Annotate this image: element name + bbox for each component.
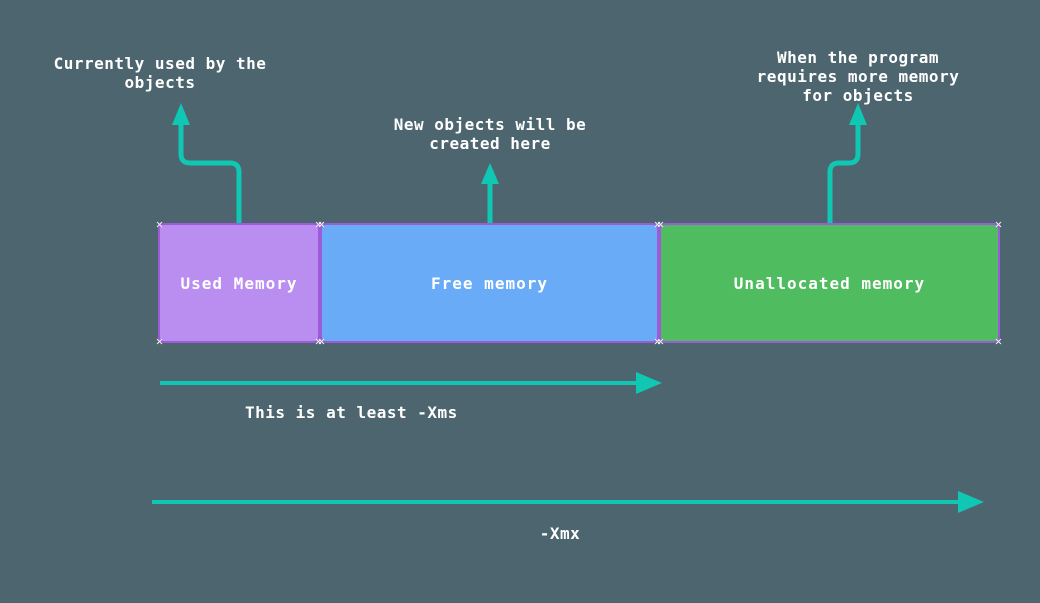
connection-point-icon [995,221,1002,228]
unallocated-memory-box: Unallocated memory [659,223,1000,343]
xms-label: This is at least -Xms [245,403,458,422]
xmx-arrow [152,491,984,513]
new-objects-line2: created here [429,134,551,153]
unallocated-memory-box-label: Unallocated memory [733,273,926,293]
currently-used-label: Currently used by the objects [20,54,300,92]
new-objects-label: New objects will be created here [350,115,630,153]
connection-point-icon [995,338,1002,345]
connection-point-icon [156,338,163,345]
used-memory-box-label: Used Memory [180,273,298,293]
used-memory-box: Used Memory [158,223,320,343]
new-objects-line1: New objects will be [393,115,587,134]
xmx-label: -Xmx [539,524,581,543]
more-memory-line2: requires more memory [756,67,960,86]
more-memory-line3: for objects [802,86,914,105]
free-memory-box: Free memory [320,223,659,343]
new-objects-arrow [481,163,499,223]
xms-arrow [160,372,662,394]
more-memory-arrow [827,103,867,223]
used-memory-arrow [172,103,242,223]
connection-point-icon [156,221,163,228]
more-memory-line1: When the program [776,48,940,67]
more-memory-label: When the program requires more memory fo… [718,48,998,105]
free-memory-box-label: Free memory [431,273,548,293]
currently-used-line1: Currently used by the [53,54,267,73]
currently-used-line2: objects [124,73,196,92]
